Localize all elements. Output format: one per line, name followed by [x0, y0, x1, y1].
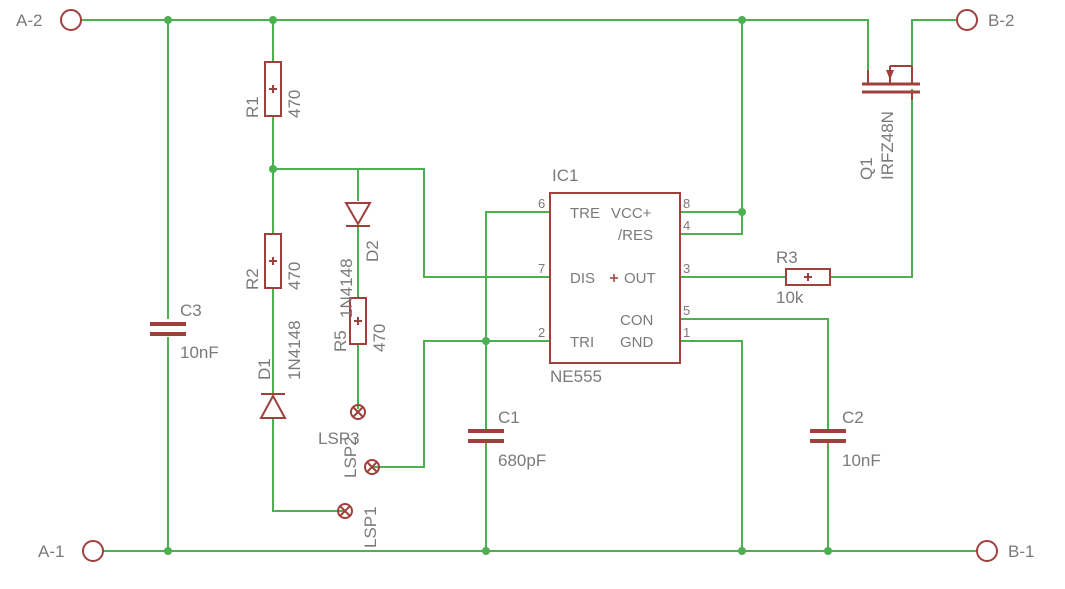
terminal-a1: A-1: [38, 540, 104, 562]
resistor-r2-body: [264, 233, 282, 289]
resistor-r5-value: 470: [370, 324, 389, 352]
ic-pin-out-number: 3: [683, 261, 690, 276]
terminal-b1-label: B-1: [1008, 542, 1034, 561]
capacitor-c3: C3 10nF: [150, 301, 219, 362]
ic-pin-tri-label: TRI: [570, 334, 594, 351]
capacitor-c1: C1 680pF: [468, 408, 546, 470]
resistor-r1-value: 470: [285, 90, 304, 118]
ic-ne555-name: IC1: [552, 166, 578, 185]
capacitor-c2-name: C2: [842, 408, 864, 427]
ic-pin-res-label: /RES: [618, 227, 653, 244]
junction-dot: [738, 547, 746, 555]
capacitor-c1-value: 680pF: [498, 451, 546, 470]
ic-pin-vcc-label: VCC+: [611, 205, 652, 222]
resistor-r3: R3 10k: [776, 248, 831, 307]
terminal-a1-label: A-1: [38, 542, 64, 561]
resistor-r3-value: 10k: [776, 288, 804, 307]
junction-dot: [164, 547, 172, 555]
resistor-r5: R5 470: [331, 297, 389, 352]
ic-pin-dis-label: DIS: [570, 270, 595, 287]
ic-pin-tri-number: 2: [538, 325, 545, 340]
junction-dots: [164, 16, 832, 555]
resistor-r2-name: R2: [243, 268, 262, 290]
pad-lsp2-name: LSP2: [341, 436, 360, 478]
capacitor-c3-value: 10nF: [180, 343, 219, 362]
ic-pin-gnd-label: GND: [620, 334, 654, 351]
resistor-r5-body: [349, 297, 367, 345]
junction-dot: [738, 208, 746, 216]
terminal-b1: B-1: [976, 540, 1034, 562]
pad-lsp3-name: LSP3: [318, 429, 360, 448]
ic-pin-con-label: CON: [620, 312, 653, 329]
terminal-a2-label: A-2: [16, 11, 42, 30]
terminal-b1-pad: [976, 540, 998, 562]
ic-pin-out-label: OUT: [624, 270, 656, 287]
pad-lsp2: LSP2: [341, 436, 380, 478]
pad-lsp2-ring: [364, 459, 380, 475]
junction-dot: [269, 16, 277, 24]
ic-pin-vcc-number: 8: [683, 196, 690, 211]
ic-pin-res-number: 4: [683, 218, 690, 233]
junction-dot: [824, 547, 832, 555]
capacitor-c1-name: C1: [498, 408, 520, 427]
capacitor-c2-value: 10nF: [842, 451, 881, 470]
junction-dot: [164, 16, 172, 24]
capacitor-c3-name: C3: [180, 301, 202, 320]
resistor-r2: R2 470: [243, 233, 304, 290]
resistor-r1-name: R1: [243, 96, 262, 118]
terminal-a2: A-2: [16, 9, 82, 31]
ic-ne555: IC1 NE555 TRE 6 DIS 7 TRI 2 VCC+ 8 /RES …: [538, 166, 690, 386]
diode-d2-name: D2: [363, 240, 382, 262]
terminal-b2-pad: [956, 9, 978, 31]
resistor-r1-body: [264, 61, 282, 117]
diode-d1: D1 1N4148: [255, 320, 304, 419]
pad-lsp1-ring: [337, 503, 353, 519]
mosfet-q1: Q1 IRFZ48N: [857, 65, 920, 180]
diode-d2-body: [344, 202, 372, 227]
ic-pin-tre-label: TRE: [570, 205, 600, 222]
junction-dot: [482, 337, 490, 345]
resistor-r2-value: 470: [285, 262, 304, 290]
resistor-r3-name: R3: [776, 248, 798, 267]
diode-d2: D2 1N4148: [337, 202, 382, 318]
mosfet-q1-name: Q1: [857, 157, 876, 180]
ic-ne555-body: [549, 192, 681, 364]
resistor-r1: R1 470: [243, 61, 304, 118]
terminal-a2-pad: [60, 9, 82, 31]
ic-ne555-value: NE555: [550, 367, 602, 386]
mosfet-q1-value: IRFZ48N: [878, 111, 897, 180]
diode-d1-name: D1: [255, 358, 274, 380]
ic-pin-gnd-number: 1: [683, 325, 690, 340]
pad-lsp3: LSP3: [318, 404, 366, 448]
pad-lsp3-ring: [350, 404, 366, 420]
junction-dot: [738, 16, 746, 24]
diode-d1-value: 1N4148: [285, 320, 304, 380]
mosfet-q1-arrow-icon: [886, 70, 894, 80]
ic-pin-tre-number: 6: [538, 196, 545, 211]
junction-dot: [482, 547, 490, 555]
pad-lsp1-name: LSP1: [361, 506, 380, 548]
junction-dot: [269, 165, 277, 173]
ic-pin-dis-number: 7: [538, 261, 545, 276]
terminal-a1-pad: [82, 540, 104, 562]
capacitor-c2: C2 10nF: [810, 408, 881, 470]
resistor-r3-body: [785, 268, 831, 286]
wires: [81, 19, 977, 552]
terminal-b2-label: B-2: [988, 11, 1014, 30]
resistor-r5-name: R5: [331, 330, 350, 352]
pad-lsp1: LSP1: [337, 503, 380, 548]
diode-d2-value: 1N4148: [337, 258, 356, 318]
ic-pin-con-number: 5: [683, 303, 690, 318]
diode-d1-body: [259, 393, 287, 419]
terminal-b2: B-2: [956, 9, 1014, 31]
